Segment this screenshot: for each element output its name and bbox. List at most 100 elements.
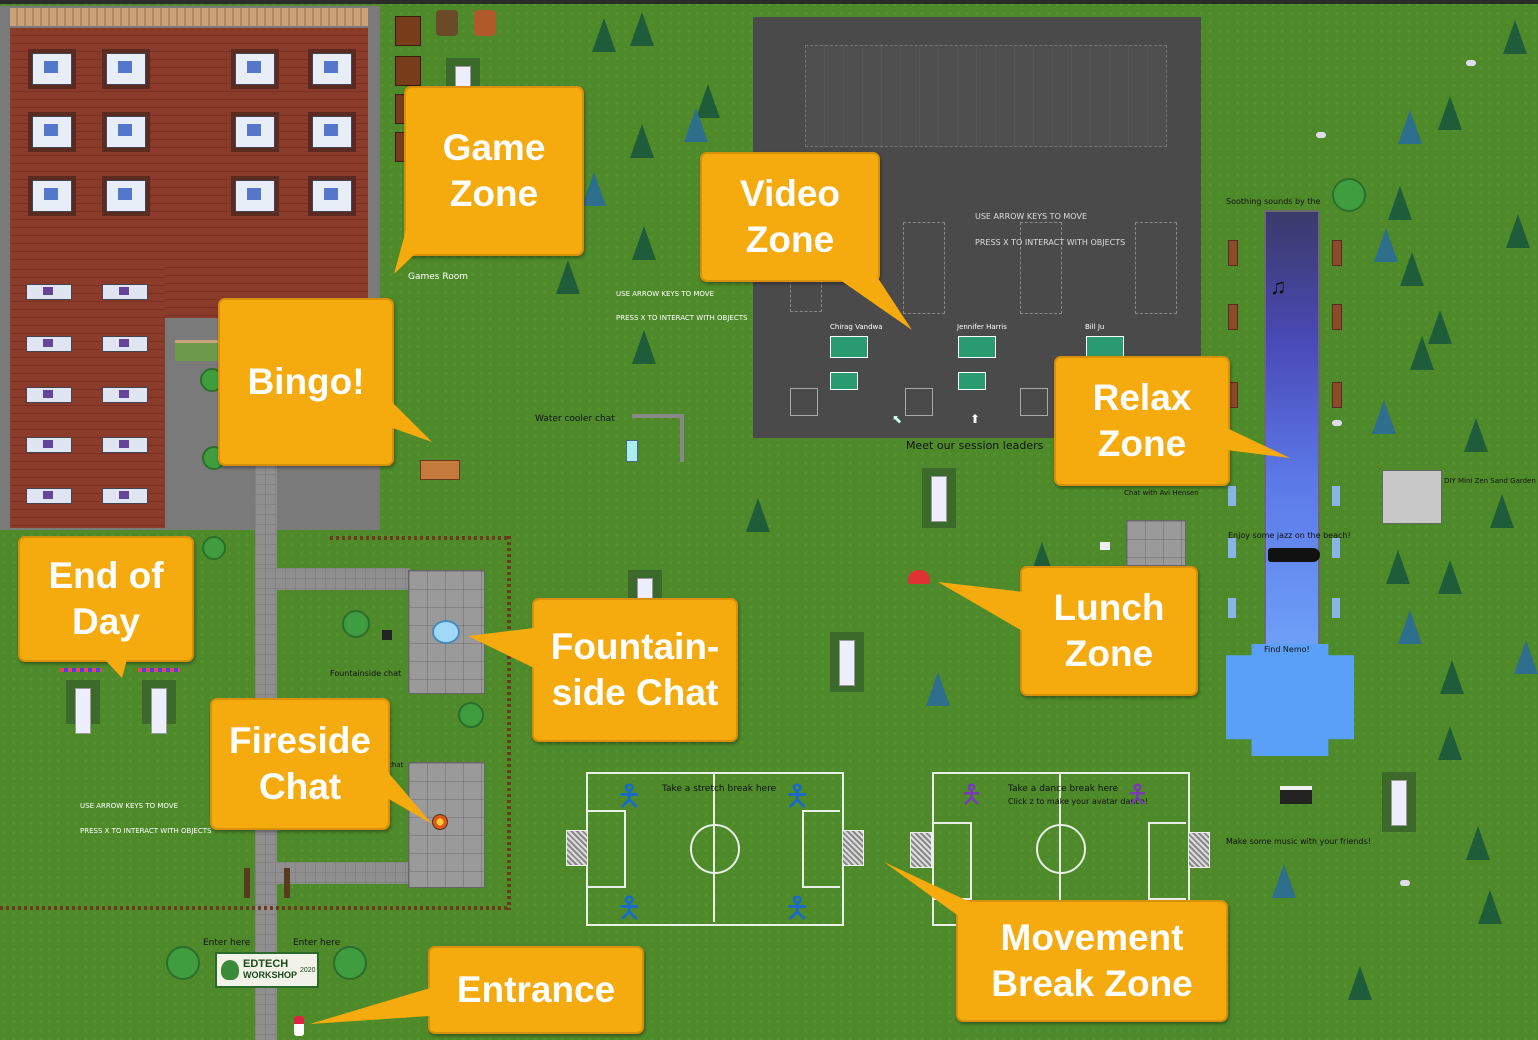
pond (1226, 644, 1354, 756)
logo-line2: WORKSHOP (243, 970, 297, 980)
games-room-label: Games Room (408, 272, 468, 282)
dance-instruction-label: Click z to make your avatar dance! (1008, 797, 1148, 806)
game-table[interactable] (312, 116, 352, 148)
game-table[interactable] (32, 53, 72, 85)
pine-tree (1398, 610, 1422, 644)
chat-platform[interactable] (1126, 520, 1186, 566)
pine-tree (1503, 20, 1527, 54)
info-stand[interactable] (922, 468, 956, 528)
avatar[interactable] (294, 1016, 304, 1036)
bench[interactable] (1332, 382, 1342, 408)
bingo-table[interactable] (26, 336, 72, 352)
bench[interactable] (1332, 240, 1342, 266)
beach-chair[interactable] (1332, 538, 1340, 558)
game-table[interactable] (106, 180, 146, 212)
spawn-square (905, 388, 933, 416)
stretch-figure-icon[interactable]: 🯅 (616, 780, 643, 813)
pine-tree (1410, 336, 1434, 370)
game-table[interactable] (106, 53, 146, 85)
soccer-goal (566, 830, 588, 866)
leader-desk[interactable] (830, 336, 868, 358)
fountain-icon[interactable] (432, 620, 460, 644)
pine-tree (1464, 418, 1488, 452)
leader-desk[interactable] (958, 372, 986, 390)
movement-break-zone-callout: Movement Break Zone (956, 900, 1228, 1022)
fence-bottom (0, 906, 510, 910)
leader-desk[interactable] (958, 336, 996, 358)
lamp-post (284, 868, 290, 898)
bingo-prize-table[interactable] (420, 460, 460, 480)
beach-chair[interactable] (1228, 598, 1236, 618)
game-table[interactable] (312, 180, 352, 212)
grill-icon[interactable] (908, 570, 930, 584)
game-table[interactable] (235, 116, 275, 148)
water-cooler-icon[interactable] (626, 440, 638, 462)
logo-line1: EDTECH (243, 958, 289, 970)
bingo-table[interactable] (102, 336, 148, 352)
pine-tree (1478, 890, 1502, 924)
water-cooler-counter[interactable] (632, 414, 684, 462)
game-table[interactable] (235, 53, 275, 85)
jazz-label: Enjoy some jazz on the beach! (1228, 531, 1351, 540)
bingo-table[interactable] (26, 488, 72, 504)
bingo-table[interactable] (26, 387, 72, 403)
pine-tree (1438, 96, 1462, 130)
logo-year: 2020 (300, 966, 316, 974)
bench[interactable] (1228, 240, 1238, 266)
pine-tree (1490, 494, 1514, 528)
leader-desk[interactable] (1086, 336, 1124, 358)
bingo-table[interactable] (102, 488, 148, 504)
round-tree (458, 702, 484, 728)
round-tree (166, 946, 200, 980)
music-notes-icon: ♫ (1270, 274, 1287, 299)
game-table[interactable] (32, 116, 72, 148)
video-zone-subroom (1135, 222, 1177, 314)
field-box (588, 810, 626, 888)
stretch-figure-icon[interactable]: 🯅 (784, 892, 811, 925)
shelf (395, 16, 421, 46)
zen-garden[interactable] (1382, 470, 1442, 524)
beach-chair[interactable] (1228, 486, 1236, 506)
dance-figure-icon[interactable]: 🯅 (960, 779, 983, 809)
barrel (436, 10, 458, 36)
pine-tree (630, 124, 654, 158)
computer-icon[interactable] (382, 630, 392, 640)
end-of-day-stand[interactable] (66, 680, 100, 734)
enter-here-label: Enter here (293, 938, 341, 948)
video-zone-subroom (1020, 222, 1062, 314)
bench[interactable] (1332, 304, 1342, 330)
end-of-day-stand[interactable] (142, 680, 176, 734)
bingo-table[interactable] (102, 387, 148, 403)
dance-figure-icon[interactable]: 🯅 (1126, 779, 1149, 809)
stretch-figure-icon[interactable]: 🯅 (616, 892, 643, 925)
stretch-figure-icon[interactable]: 🯅 (784, 780, 811, 813)
fountainside-chat-pointer (468, 628, 534, 668)
bunting (60, 668, 102, 672)
beach-chair[interactable] (1228, 538, 1236, 558)
info-stand[interactable] (1382, 772, 1416, 832)
pine-tree (630, 12, 654, 46)
leader-name: Chirag Vandwa (830, 323, 883, 331)
pine-tree (684, 108, 708, 142)
game-table[interactable] (32, 180, 72, 212)
rock (1332, 420, 1342, 426)
bingo-table[interactable] (26, 284, 72, 300)
bingo-table[interactable] (102, 284, 148, 300)
info-stand[interactable] (830, 632, 864, 692)
meet-leaders-label: Meet our session leaders (906, 439, 1044, 452)
beach-chair[interactable] (1332, 598, 1340, 618)
pine-tree (1438, 560, 1462, 594)
bingo-table[interactable] (102, 437, 148, 453)
leader-desk[interactable] (830, 372, 858, 390)
barrel (474, 10, 496, 36)
edtech-logo: EDTECH WORKSHOP 2020 (215, 952, 319, 988)
bingo-table[interactable] (26, 437, 72, 453)
field-circle (690, 824, 740, 874)
game-table[interactable] (312, 53, 352, 85)
game-table[interactable] (106, 116, 146, 148)
game-table[interactable] (235, 180, 275, 212)
piano-icon[interactable] (1280, 786, 1312, 804)
bench[interactable] (1228, 304, 1238, 330)
beach-chair[interactable] (1332, 486, 1340, 506)
campfire-icon[interactable] (432, 814, 448, 830)
